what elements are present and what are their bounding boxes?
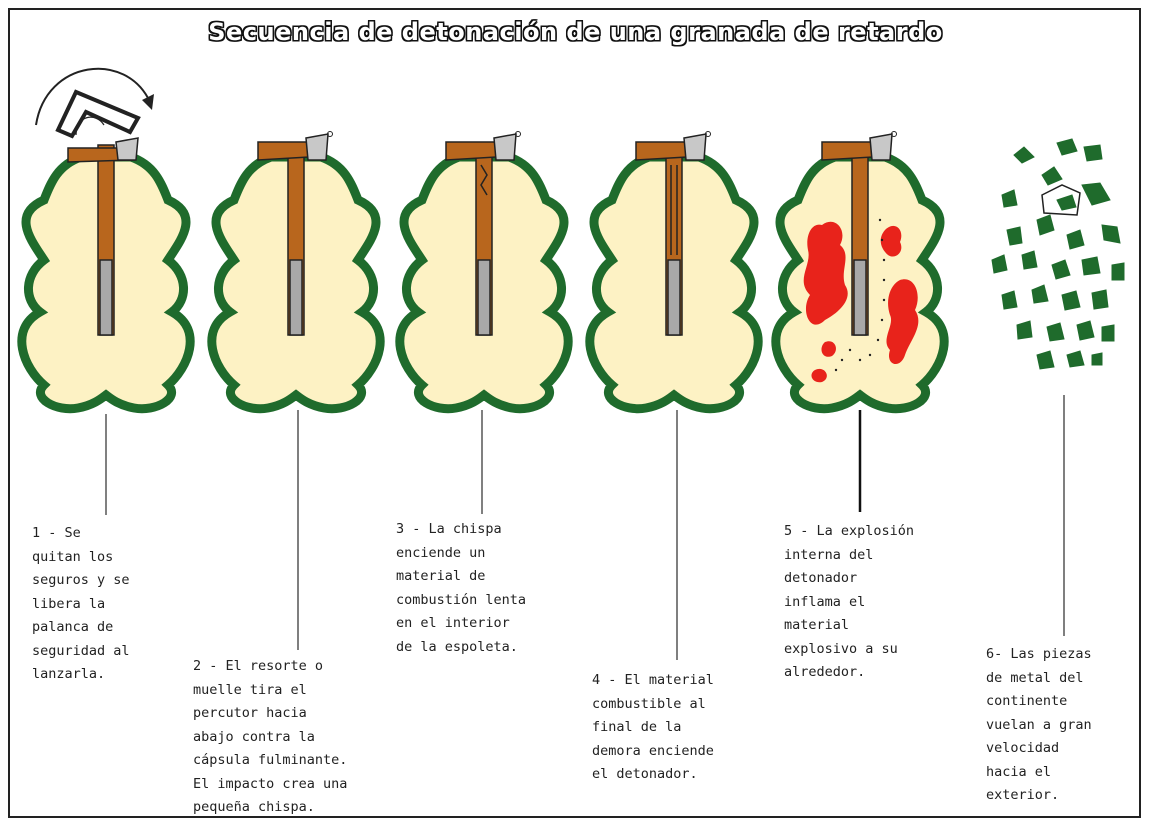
caption-step-5: 5 - La explosión interna del detonador i…	[784, 520, 914, 685]
caption-step-4: 4 - El material combustible al final de …	[592, 669, 714, 787]
caption-step-6: 6- Las piezas de metal del continente vu…	[986, 643, 1092, 808]
caption-step-3: 3 - La chispa enciende un material de co…	[396, 518, 526, 659]
grenade-step-2	[212, 132, 380, 409]
grenade-step-1	[22, 69, 190, 409]
caption-step-1: 1 - Se quitan los seguros y se libera la…	[32, 522, 130, 687]
grenade-step-5	[776, 132, 944, 409]
fragments-step-6	[992, 139, 1124, 369]
caption-step-2: 2 - El resorte o muelle tira el percutor…	[193, 655, 347, 820]
grenade-step-4	[590, 132, 758, 409]
grenade-step-3	[400, 132, 568, 409]
